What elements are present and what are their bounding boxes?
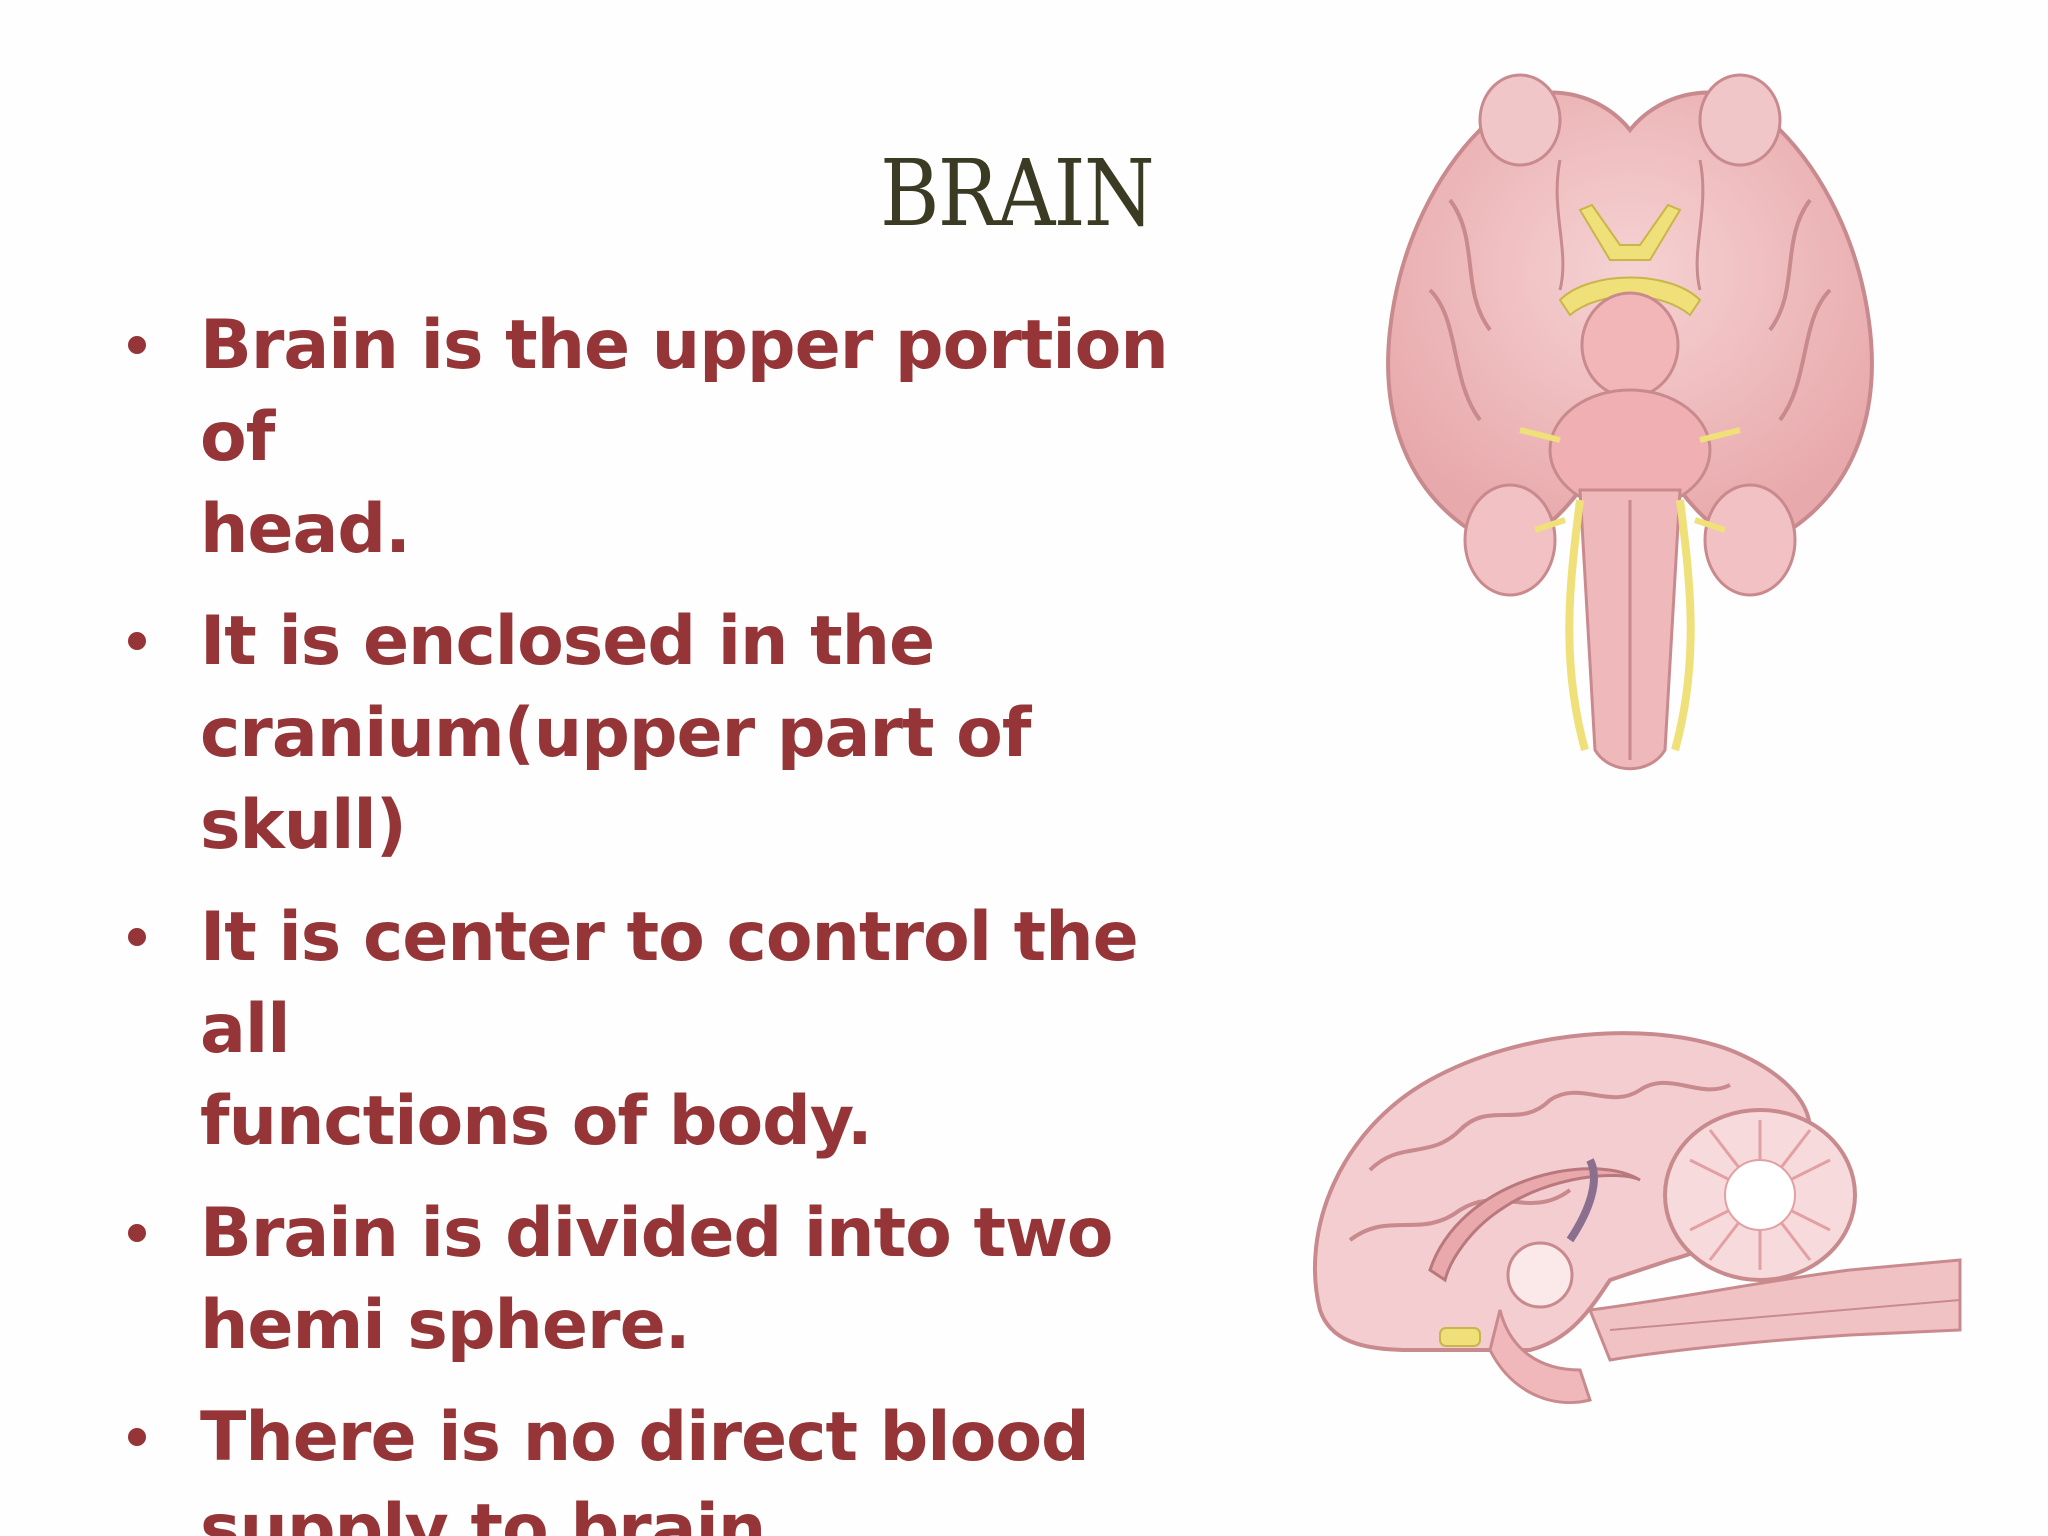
brain-sagittal-section-illustration — [1290, 1010, 1970, 1430]
bullet-dot-icon — [128, 632, 146, 650]
bullet-item: It is enclosed in the cranium(upper part… — [118, 596, 1238, 872]
brain-sagittal-section-icon — [1312, 1031, 1962, 1405]
bullet-line: hemi sphere. — [200, 1286, 691, 1365]
bullet-line: functions of body. — [200, 1082, 873, 1161]
bullet-line: cranium(upper part of skull) — [200, 694, 1031, 865]
bullet-line: There is no direct blood — [200, 1398, 1090, 1477]
bullet-line: head. — [200, 490, 411, 569]
bullet-item: Brain is divided into two hemi sphere. — [118, 1188, 1238, 1372]
bullet-line: Brain is divided into two — [200, 1194, 1114, 1273]
slide-title: BRAIN — [880, 140, 1155, 247]
bullet-item: There is no direct blood supply to brain — [118, 1392, 1238, 1536]
bullet-dot-icon — [128, 336, 146, 354]
brain-ventral-view-illustration — [1360, 60, 1900, 790]
bullet-list: Brain is the upper portion of head. It i… — [118, 300, 1238, 1536]
bullet-dot-icon — [128, 928, 146, 946]
bullet-line: supply to brain — [200, 1490, 766, 1536]
bullet-item: Brain is the upper portion of head. — [118, 300, 1238, 576]
bullet-dot-icon — [128, 1224, 146, 1242]
bullet-line: Brain is the upper portion of — [200, 306, 1169, 477]
brain-ventral-view-icon — [1386, 73, 1874, 771]
bullet-dot-icon — [128, 1428, 146, 1446]
bullet-line: It is center to control the all — [200, 898, 1139, 1069]
bullet-item: It is center to control the all function… — [118, 892, 1238, 1168]
bullet-line: It is enclosed in the — [200, 602, 935, 681]
